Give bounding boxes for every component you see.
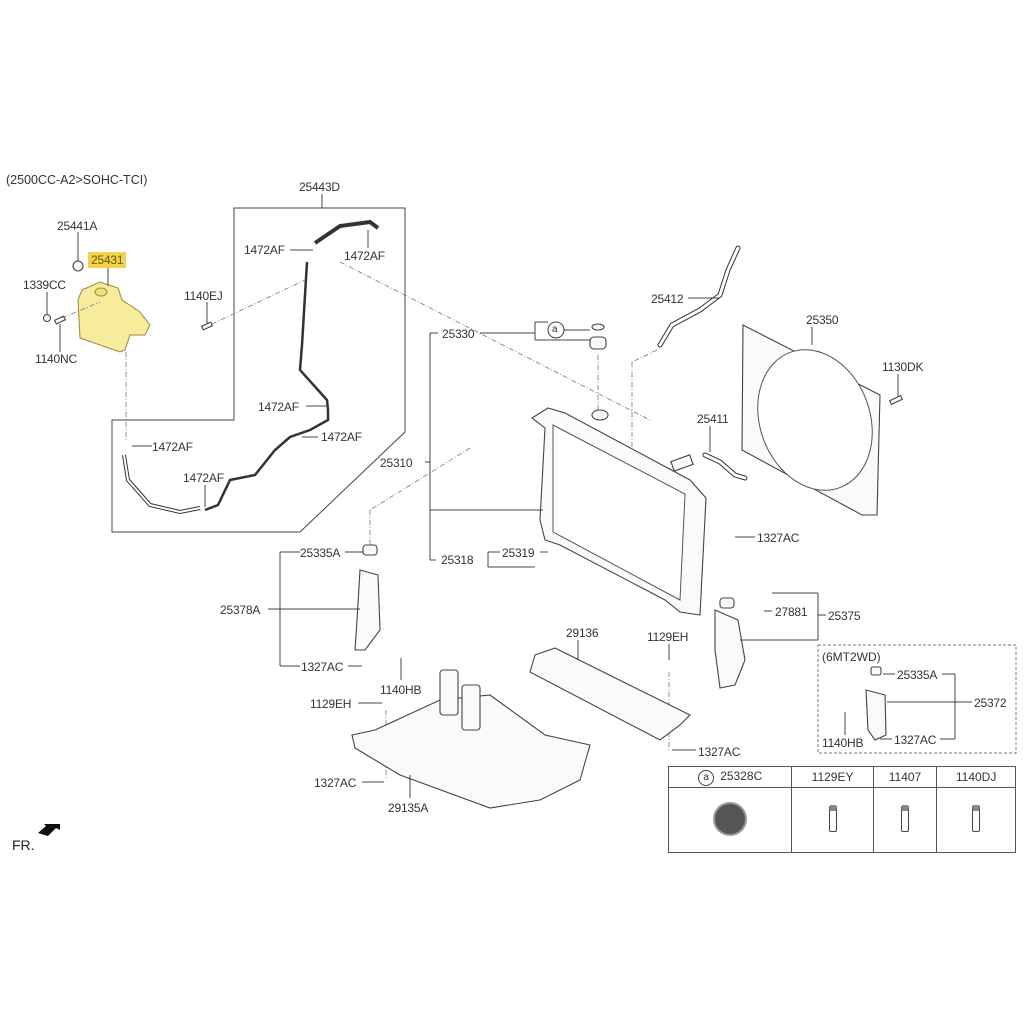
label-1327AC[interactable]: 1327AC [301, 660, 344, 674]
label-1140HB[interactable]: 1140HB [822, 736, 864, 750]
label-1140HB[interactable]: 1140HB [380, 683, 422, 697]
label-25431[interactable]: 25431 [88, 252, 127, 268]
bracket-25378A[interactable] [354, 544, 381, 651]
label-25330[interactable]: 25330 [442, 327, 475, 341]
option-box-title: (6MT2WD) [822, 650, 881, 664]
part-number: 25328C [720, 768, 763, 783]
grommet-1339CC[interactable] [42, 313, 52, 323]
label-29136[interactable]: 29136 [566, 626, 599, 640]
label-25335A[interactable]: 25335A [300, 546, 341, 560]
parts-table-header-cell[interactable]: 1129EY [791, 766, 874, 788]
radiator-cap-25441A[interactable] [72, 260, 84, 272]
label-1472AF[interactable]: 1472AF [321, 430, 362, 444]
label-1472AF[interactable]: 1472AF [152, 440, 193, 454]
label-25378A[interactable]: 25378A [220, 603, 261, 617]
label-1327AC[interactable]: 1327AC [314, 776, 357, 790]
label-1327AC[interactable]: 1327AC [894, 733, 937, 747]
label-25443D[interactable]: 25443D [299, 180, 340, 194]
fan-shroud-25350[interactable] [739, 324, 892, 516]
bolt-1130DK[interactable] [888, 394, 904, 406]
under-cover-29136[interactable] [529, 647, 691, 741]
under-cover-29135A[interactable] [351, 669, 591, 809]
bolt-cell[interactable] [791, 787, 874, 853]
label-decal-cell[interactable] [667, 787, 793, 853]
bolt-1140EJ[interactable] [200, 321, 214, 331]
parts-table-header-cell[interactable]: 1140DJ [936, 766, 1016, 788]
label-1140EJ[interactable]: 1140EJ [184, 289, 223, 303]
label-1130DK[interactable]: 1130DK [882, 360, 924, 374]
ref-a-badge: a [698, 769, 715, 786]
label-1472AF[interactable]: 1472AF [344, 249, 385, 263]
front-arrow-icon [38, 824, 60, 836]
bolt-cell[interactable] [936, 787, 1016, 853]
overflow-hose-25443D[interactable] [122, 219, 380, 515]
label-25335A[interactable]: 25335A [897, 668, 938, 682]
label-25310[interactable]: 25310 [380, 456, 413, 470]
parts-table-header-cell[interactable]: 11407 [872, 766, 938, 788]
reservoir-tank-25431[interactable] [77, 281, 151, 353]
label-1339CC[interactable]: 1339CC [23, 278, 66, 292]
label-1129EH[interactable]: 1129EH [310, 697, 352, 711]
bolt-icon [900, 805, 909, 832]
bolt-icon [972, 805, 981, 832]
label-1327AC[interactable]: 1327AC [757, 531, 800, 545]
label-25372[interactable]: 25372 [974, 696, 1007, 710]
label-25441A[interactable]: 25441A [57, 219, 98, 233]
label-25350[interactable]: 25350 [806, 313, 839, 327]
label-25318[interactable]: 25318 [441, 553, 474, 567]
radiator-25310[interactable] [531, 407, 707, 616]
bracket-25375[interactable] [714, 597, 746, 689]
bolt-icon [828, 805, 837, 832]
label-1472AF[interactable]: 1472AF [183, 471, 224, 485]
ref-a: a [552, 324, 558, 335]
label-1140NC[interactable]: 1140NC [35, 352, 77, 366]
label-27881[interactable]: 27881 [775, 605, 808, 619]
label-25411[interactable]: 25411 [697, 412, 729, 426]
bracket-25372[interactable] [865, 666, 887, 741]
parts-table: a 25328C 1129EY 11407 1140DJ [667, 766, 1016, 853]
label-25412[interactable]: 25412 [651, 292, 684, 306]
radiator-cap-25330[interactable] [589, 323, 607, 350]
decal-icon [713, 801, 748, 836]
option-box-border [817, 644, 1017, 754]
label-25375[interactable]: 25375 [828, 609, 861, 623]
label-1129EH[interactable]: 1129EH [647, 630, 689, 644]
label-25319[interactable]: 25319 [502, 546, 535, 560]
label-29135A[interactable]: 29135A [388, 801, 429, 815]
parts-table-header-cell[interactable]: a 25328C [667, 766, 793, 788]
variant-note: (2500CC-A2>SOHC-TCI) [6, 173, 148, 187]
label-1327AC[interactable]: 1327AC [698, 745, 741, 759]
label-1472AF[interactable]: 1472AF [258, 400, 299, 414]
label-1472AF[interactable]: 1472AF [244, 243, 285, 257]
bolt-cell[interactable] [872, 787, 938, 853]
front-marker: FR. [12, 837, 35, 853]
